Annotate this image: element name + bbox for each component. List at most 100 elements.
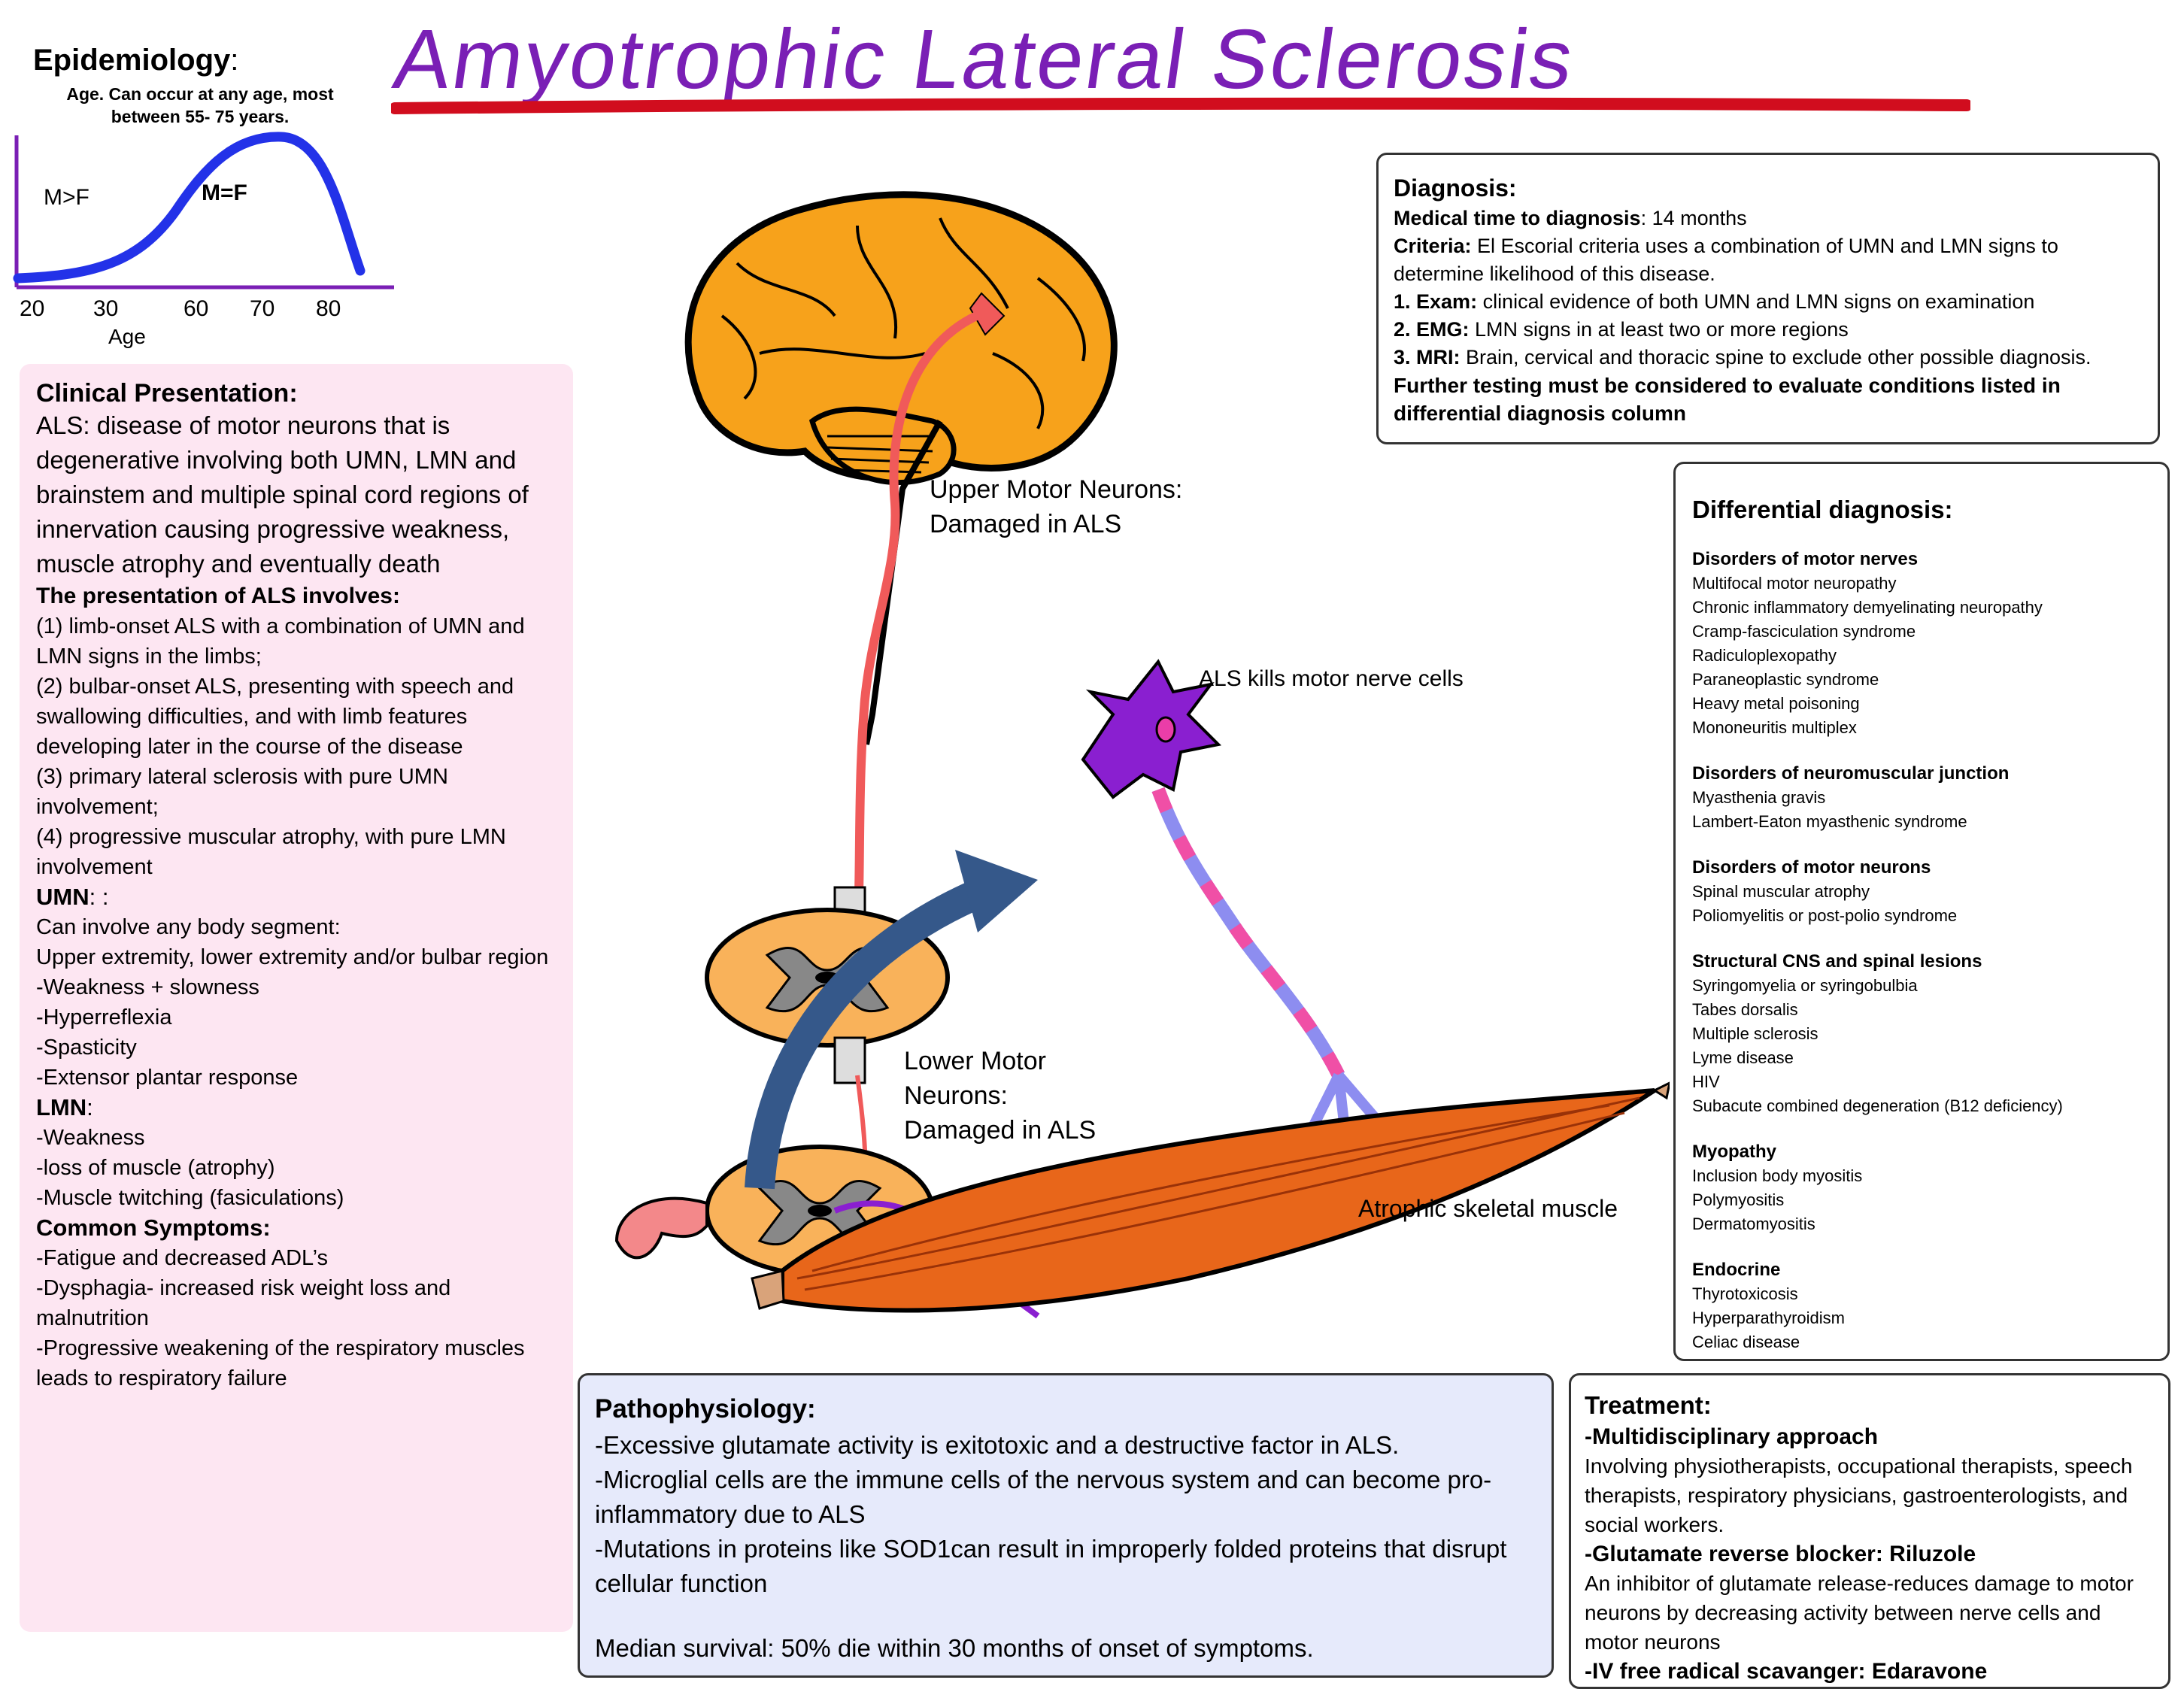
lmn-item: -Muscle twitching (fasiculations) [36,1186,344,1210]
brain-sulci [720,217,1086,429]
diagnosis-heading: Diagnosis: [1394,174,1517,202]
brain-cerebrum [684,191,1118,481]
umn-item: -Spasticity [36,1036,137,1060]
clinical-presentation-panel: Clinical Presentation: ALS: disease of m… [20,364,573,1632]
diagnosis-exam-text: clinical evidence of both UMN and LMN si… [1477,290,2035,313]
lower-motor-neurons-label-line3: Damaged in ALS [904,1116,1097,1145]
diagnosis-time-label: Medical time to diagnosis [1394,207,1641,229]
treatment-riluzole-text: An inhibitor of glutamate release-reduce… [1585,1572,2134,1654]
upper-motor-neurons-label: Upper Motor Neurons: Damaged in ALS [930,472,1182,541]
lmn-item: -Weakness [36,1126,145,1150]
age-curve [13,132,366,284]
lmn-heading: LMN: [36,1093,557,1123]
differential-item: Lambert-Eaton myasthenic syndrome [1692,812,1967,831]
diagnosis-panel: Diagnosis: Medical time to diagnosis: 14… [1376,153,2160,444]
median-survival: Median survival: 50% die within 30 month… [595,1634,1314,1662]
upper-motor-neurons-label-line2: Damaged in ALS [930,510,1122,538]
differential-item: Polymyositis [1692,1190,1785,1209]
lmn-item: -loss of muscle (atrophy) [36,1156,275,1180]
differential-item: Thyrotoxicosis [1692,1284,1798,1303]
treatment-multidisciplinary-heading: -Multidisciplinary approach [1585,1424,1879,1449]
differential-group-heading: Disorders of motor nerves [1692,549,1919,569]
age-distribution-chart [13,132,394,290]
diagnosis-time: Medical time to diagnosis: 14 months [1394,205,2143,232]
x-tick-20: 20 [20,296,45,321]
spinal-cord-upper [705,886,950,1084]
treatment-edaravone-heading: -IV free radical scavanger: Edaravone [1585,1659,1988,1684]
x-tick-80: 80 [316,296,341,321]
umn-heading-suffix: : : [89,884,109,910]
diagnosis-emg: 2. EMG: LMN signs in at least two or mor… [1394,316,2143,344]
x-axis-label: Age [108,325,146,348]
umn-heading: UMN: : [36,882,557,912]
treatment-panel: Treatment: -Multidisciplinary approach I… [1569,1373,2170,1689]
diagnosis-emg-label: 2. EMG: [1394,318,1470,341]
differential-item: Multiple sclerosis [1692,1024,1818,1043]
umn-heading-text: UMN [36,884,89,910]
pathophysiology-item: -Mutations in proteins like SOD1can resu… [595,1535,1507,1597]
als-illustration [614,191,1670,1319]
x-tick-70: 70 [250,296,275,321]
lmn-heading-suffix: : [86,1094,93,1120]
diagnosis-mri-label: 3. MRI: [1394,346,1461,368]
differential-item: Heavy metal poisoning [1692,694,1860,713]
x-tick-60: 60 [184,296,209,321]
pathophysiology-item: -Microglial cells are the immune cells o… [595,1466,1492,1528]
differential-group-heading: Endocrine [1692,1260,1781,1280]
motor-cortex-marker [969,292,1006,336]
epidemiology-note-line2: between 55- 75 years. [111,107,290,126]
diagnosis-exam: 1. Exam: clinical evidence of both UMN a… [1394,288,2143,316]
neuron-axon [1151,787,1345,1079]
epidemiology-colon: : [230,44,239,77]
differential-group-heading: Myopathy [1692,1142,1777,1162]
differential-panel: Differential diagnosis: Disorders of mot… [1673,462,2170,1361]
pathophysiology-item: -Excessive glutamate activity is exitoto… [595,1431,1400,1459]
neuron-cell-body [1081,659,1222,799]
pathophysiology-panel: Pathophysiology: -Excessive glutamate ac… [578,1373,1554,1678]
presentation-item: (3) primary lateral sclerosis with pure … [36,765,448,819]
presentation-item: (4) progressive muscular atrophy, with p… [36,825,506,879]
differential-item: Myasthenia gravis [1692,788,1826,807]
treatment-riluzole-heading: -Glutamate reverse blocker: Riluzole [1585,1542,1976,1566]
differential-item: Poliomyelitis or post-polio syndrome [1692,906,1958,925]
clinical-heading: Clinical Presentation: [36,379,298,408]
diagnosis-emg-text: LMN signs in at least two or more region… [1469,318,1849,341]
differential-item: Inclusion body myositis [1692,1166,1863,1185]
neuron-myelin [1151,787,1345,1079]
label-m-equal-f: M=F [202,180,247,205]
differential-item: Mononeuritis multiplex [1692,718,1857,737]
x-tick-30: 30 [93,296,119,321]
diagnosis-mri: 3. MRI: Brain, cervical and thoracic spi… [1394,344,2143,371]
umn-item: -Extensor plantar response [36,1066,299,1090]
treatment-multidisciplinary-text: Involving physiotherapists, occupational… [1585,1454,2133,1536]
umn-item: -Hyperreflexia [36,1005,172,1029]
lower-motor-neurons-label: Lower Motor Neurons: Damaged in ALS [904,1044,1096,1148]
epidemiology-note: Age. Can occur at any age, most between … [35,83,366,128]
title-underline [391,97,1970,114]
differential-group-heading: Structural CNS and spinal lesions [1692,951,1982,972]
symptoms-heading: Common Symptoms: [36,1214,271,1241]
umn-item: Upper extremity, lower extremity and/or … [36,945,549,969]
differential-group-heading: Disorders of neuromuscular junction [1692,763,2010,784]
differential-item: Paraneoplastic syndrome [1692,670,1879,689]
progression-arrow-shaft [745,873,999,1190]
differential-item: Hyperparathyroidism [1692,1308,1845,1327]
diagnosis-further: Further testing must be considered to ev… [1394,374,2061,425]
symptom-item: -Fatigue and decreased ADL’s [36,1246,329,1270]
muscle-label: Atrophic skeletal muscle [1358,1195,1618,1222]
neuron-label: ALS kills motor nerve cells [1199,666,1464,691]
treatment-heading: Treatment: [1585,1391,1712,1419]
epidemiology-heading-text: Epidemiology [33,44,231,77]
differential-item: Dermatomyositis [1692,1214,1815,1233]
diagnosis-criteria-text: El Escorial criteria uses a combination … [1394,235,2058,285]
symptom-item: -Progressive weakening of the respirator… [36,1336,525,1390]
upper-motor-tract [853,308,987,941]
skeletal-muscle-illustration [751,1081,1670,1313]
differential-item: Radiculoplexopathy [1692,646,1837,665]
brain-illustration [684,191,1118,745]
differential-item: Spinal muscular atrophy [1692,882,1870,901]
diagnosis-time-value: : 14 months [1640,207,1747,229]
differential-item: Syringomyelia or syringobulbia [1692,976,1918,995]
lmn-heading-text: LMN [36,1094,87,1120]
